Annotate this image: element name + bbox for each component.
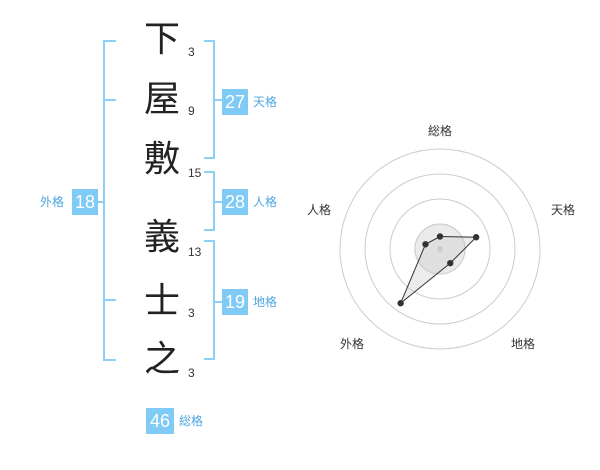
name-char-5: 士 [143, 281, 180, 322]
name-char-6: 之 [143, 339, 180, 380]
radar-point-2 [472, 234, 480, 241]
stroke-count-3: 15 [188, 166, 202, 180]
gaikaku-score: 18 [72, 189, 98, 215]
radar-point-5 [422, 241, 429, 248]
chikaku-label: 地格 [253, 295, 278, 309]
chikaku-bracket [204, 240, 215, 360]
radar-point-4 [397, 300, 404, 307]
radar-axis-label-gaikaku: 外格 [340, 337, 365, 351]
tenkaku-label: 天格 [253, 95, 278, 109]
radar-point-1 [436, 233, 444, 240]
tenkaku-score: 27 [222, 89, 248, 115]
radar-axis-label-jinkaku: 人格 [307, 203, 332, 217]
radar-value-polygon [400, 235, 478, 304]
name-char-1: 下 [143, 19, 180, 60]
radar-point-3 [447, 259, 454, 267]
chikaku-score: 19 [222, 289, 248, 315]
stroke-count-5: 3 [188, 306, 195, 320]
soukaku-score: 46 [146, 408, 174, 434]
soukaku-label: 総格 [179, 414, 204, 428]
radar-ring-2 [389, 198, 491, 300]
stroke-count-6: 3 [188, 366, 195, 380]
radar-axis-label-soukaku: 総格 [428, 124, 453, 138]
gaikaku-label: 外格 [40, 195, 65, 209]
radar-axis-label-tenkaku: 天格 [551, 203, 576, 217]
stroke-count-1: 3 [188, 45, 195, 59]
jinkaku-label: 人格 [253, 195, 278, 209]
radar-axis-label-chikaku: 地格 [511, 337, 536, 351]
stroke-count-4: 13 [188, 245, 202, 259]
radar-ring-4 [339, 148, 541, 350]
name-char-4: 義 [143, 217, 180, 258]
name-char-2: 屋 [143, 79, 180, 120]
gaikaku-bracket [103, 40, 116, 361]
jinkaku-score: 28 [222, 189, 248, 215]
stroke-count-2: 9 [188, 104, 195, 118]
radar-ring-3 [364, 173, 516, 325]
name-char-3: 敷 [143, 139, 180, 180]
radar-center-dot [437, 246, 443, 252]
